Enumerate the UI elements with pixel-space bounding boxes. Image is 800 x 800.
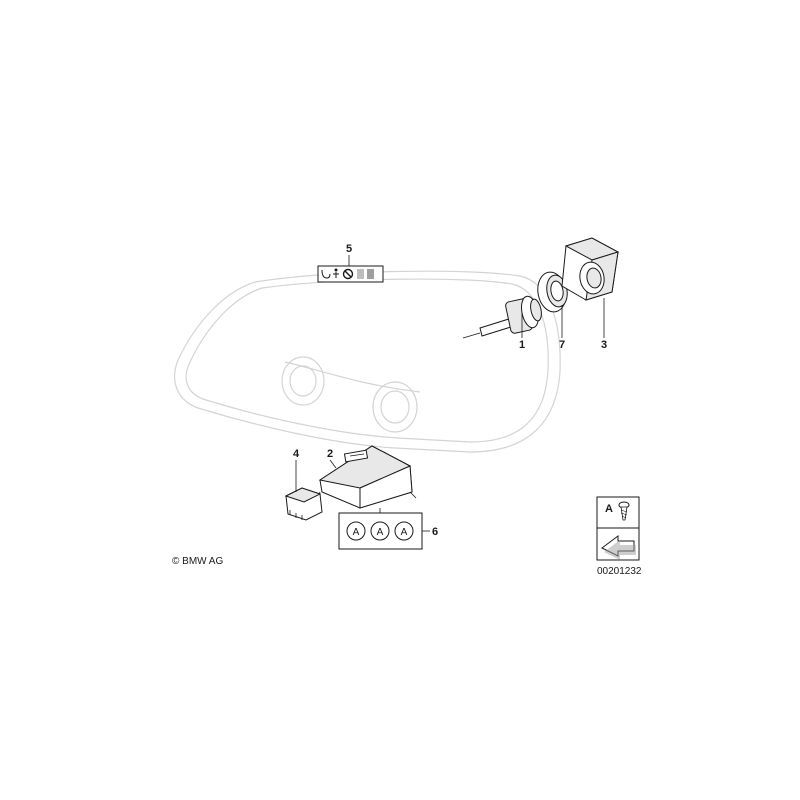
svg-text:A: A (353, 527, 360, 538)
svg-text:A: A (401, 527, 408, 538)
lightbulb-icon (321, 269, 331, 279)
prohibited-icon (342, 268, 354, 280)
callout-4: 4 (293, 448, 300, 460)
callout-3: 3 (601, 339, 607, 351)
legend-letter: A (605, 503, 613, 515)
gray-swatch-icon (357, 269, 374, 279)
arrow-pointer-icon (601, 535, 636, 560)
callout-6: 6 (432, 526, 438, 538)
control-unit (315, 445, 417, 509)
screw-marker-3: A (394, 521, 414, 541)
diagram-number: 00201232 (597, 566, 642, 577)
leader-lines (295, 255, 605, 532)
screw-marker-2: A (370, 521, 390, 541)
headlamp-housing-outline (174, 270, 561, 453)
callout-5: 5 (346, 243, 352, 255)
screw-marker-1: A (346, 521, 366, 541)
ignition-module (561, 237, 620, 301)
callout-2: 2 (327, 448, 333, 460)
xenon-bulb (462, 295, 542, 339)
screw-set-box: A A A (338, 512, 423, 550)
copyright: © BMW AG (172, 556, 223, 567)
callout-1: 1 (519, 339, 525, 351)
warning-label (317, 265, 384, 283)
callout-7: 7 (559, 339, 565, 351)
svg-text:A: A (377, 527, 384, 538)
screw-icon (618, 501, 630, 521)
connector (284, 487, 323, 521)
legend-box: A (596, 496, 640, 561)
person-warning-icon (333, 268, 339, 278)
